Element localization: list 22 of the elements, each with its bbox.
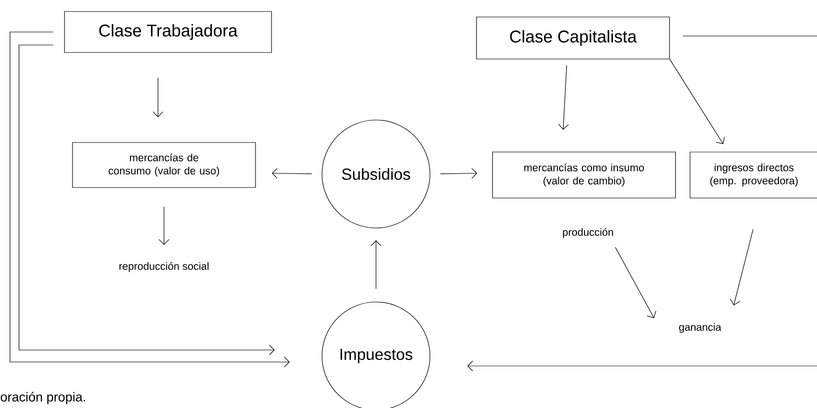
arrow	[730, 229, 754, 306]
text-label: ganancia	[679, 323, 722, 333]
arrow	[158, 206, 170, 245]
arrow	[18, 44, 275, 356]
arrow	[272, 168, 312, 179]
arrow	[558, 65, 569, 130]
arrow	[440, 168, 478, 179]
process-box: ingresos directos (emp. proveedora)	[690, 152, 817, 198]
arrow	[467, 360, 817, 372]
process-box: mercancías como insumo (valor de cambio)	[492, 152, 676, 198]
caption-text: oración propia.	[0, 392, 85, 404]
process-box: Clase Capitalista	[476, 16, 670, 60]
arrow	[670, 59, 725, 144]
arrow	[615, 247, 656, 318]
text-label: reproducción social	[119, 262, 208, 272]
arrow	[10, 32, 290, 368]
arrow	[370, 240, 382, 289]
circle-node: Subsidios	[322, 120, 430, 228]
text-label: producción	[563, 228, 613, 238]
process-box: mercancías de consumo (valor de uso)	[72, 142, 256, 188]
arrow	[152, 78, 164, 118]
process-box: Clase Trabajadora	[64, 11, 272, 53]
